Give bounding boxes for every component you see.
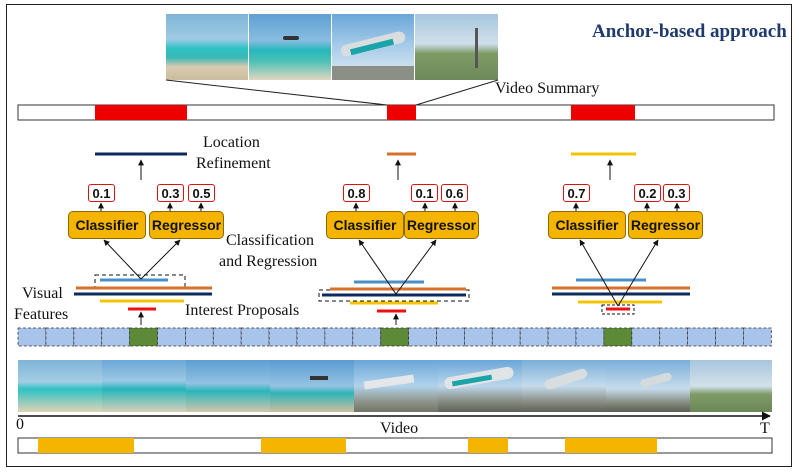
timeline-marker-i: i [145,331,148,343]
and-regression-label: and Regression [219,253,318,270]
timeline-marker-k: k [614,331,620,343]
video-frame-3 [186,360,270,412]
video-frame-7 [522,360,606,412]
video-photo-strip [18,360,772,412]
regressor-score-2a: 0.1 [411,184,438,202]
ground-truth-label: Ground Truth [674,441,746,456]
video-frame-9 [690,360,772,412]
video-frame-6 [438,360,522,412]
regressor-box-2: Regressor [404,211,479,239]
figure-title: Anchor-based approach [592,21,787,42]
beach-plane-photo [249,14,331,80]
regressor-score-3b: 0.3 [663,184,690,202]
runway-photo [415,14,498,80]
axis-start-label: 0 [16,416,24,433]
video-label: Video [380,420,419,437]
classifier-score-3: 0.7 [563,184,590,202]
figure-frame [6,4,792,467]
video-frame-1 [18,360,102,412]
video-frame-8 [606,360,690,412]
classifier-box-1: Classifier [68,211,146,239]
plane-closeup-photo [332,14,414,80]
regressor-score-3a: 0.2 [634,184,661,202]
location-label: Location [203,134,260,151]
classifier-score-2: 0.8 [343,184,370,202]
regressor-score-1a: 0.3 [157,184,184,202]
summary-photo-strip [166,14,498,80]
refinement-label: Refinement [196,155,271,172]
video-frame-5 [354,360,438,412]
classifier-score-1: 0.1 [88,184,115,202]
classification-label: Classification [226,232,314,249]
timeline-cell-end: T [763,331,770,343]
video-frame-2 [102,360,186,412]
timeline-cell-start: 0 [30,331,37,343]
visual-label: Visual [22,285,63,302]
axis-end-label: T [760,420,770,437]
interest-proposals-label: Interest Proposals [185,302,300,319]
regressor-score-1b: 0.5 [188,184,215,202]
features-label: Features [14,306,69,323]
timeline-marker-t: t [393,331,397,343]
regressor-score-2b: 0.6 [441,184,468,202]
regressor-box-3: Regressor [628,211,703,239]
video-summary-label: Video Summary [495,80,600,97]
classifier-box-2: Classifier [326,211,404,239]
regressor-box-1: Regressor [149,211,224,239]
beach-photo [166,14,248,80]
video-frame-4 [270,360,354,412]
classifier-box-3: Classifier [548,211,626,239]
